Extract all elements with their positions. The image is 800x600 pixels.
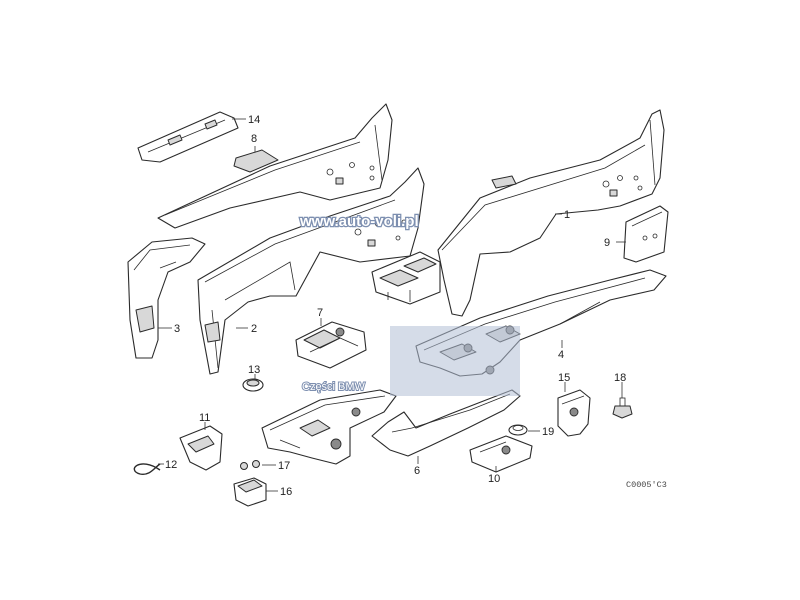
part-5-lower-bracket bbox=[261, 389, 397, 465]
callout-16: 16 bbox=[280, 486, 292, 498]
callout-10: 10 bbox=[488, 473, 500, 485]
part-12-clip bbox=[133, 463, 161, 476]
part-17-screws bbox=[240, 460, 260, 470]
callout-2: 2 bbox=[251, 323, 257, 335]
watermark-logo-block bbox=[390, 326, 520, 396]
watermark: www.auto-voli.pl Części BMW bbox=[298, 212, 520, 396]
part-1-side-member bbox=[437, 109, 665, 317]
part-18-bolt bbox=[612, 397, 633, 419]
part-upper-member bbox=[157, 103, 393, 229]
callout-1: 1 bbox=[564, 209, 570, 221]
callout-13: 13 bbox=[248, 364, 260, 376]
diagram-code: C0005'C3 bbox=[626, 480, 667, 490]
callout-12: 12 bbox=[165, 459, 177, 471]
part-8-bracket bbox=[233, 149, 279, 173]
callout-17: 17 bbox=[278, 460, 290, 472]
part-7-bracket-plate bbox=[295, 321, 367, 369]
callout-9: 9 bbox=[604, 237, 610, 249]
part-11-bracket bbox=[179, 425, 223, 471]
part-2-side-member bbox=[197, 167, 425, 375]
part-15-mount bbox=[557, 389, 591, 437]
watermark-label: Części BMW bbox=[302, 381, 366, 393]
part-16-block bbox=[233, 477, 267, 507]
callout-15: 15 bbox=[558, 372, 570, 384]
callouts: 14 8 1 9 3 2 7 4 13 15 18 11 19 6 12 17 bbox=[158, 114, 667, 498]
part-3-arch-panel bbox=[127, 237, 206, 359]
part-10-plate bbox=[469, 435, 533, 473]
part-cross-bracket-upper bbox=[371, 251, 441, 305]
callout-14: 14 bbox=[248, 114, 260, 126]
callout-7: 7 bbox=[317, 307, 323, 319]
callout-3: 3 bbox=[174, 323, 180, 335]
callout-19: 19 bbox=[542, 426, 554, 438]
part-14-rail-cover bbox=[137, 111, 239, 163]
part-9-plate bbox=[623, 205, 669, 263]
watermark-url: www.auto-voli.pl bbox=[299, 213, 419, 230]
callout-6: 6 bbox=[414, 465, 420, 477]
callout-18: 18 bbox=[614, 372, 626, 384]
part-19-plug bbox=[508, 424, 528, 436]
callout-8: 8 bbox=[251, 133, 257, 145]
callout-4: 4 bbox=[558, 349, 564, 361]
callout-11: 11 bbox=[199, 412, 210, 424]
part-13-grommet bbox=[242, 378, 264, 392]
